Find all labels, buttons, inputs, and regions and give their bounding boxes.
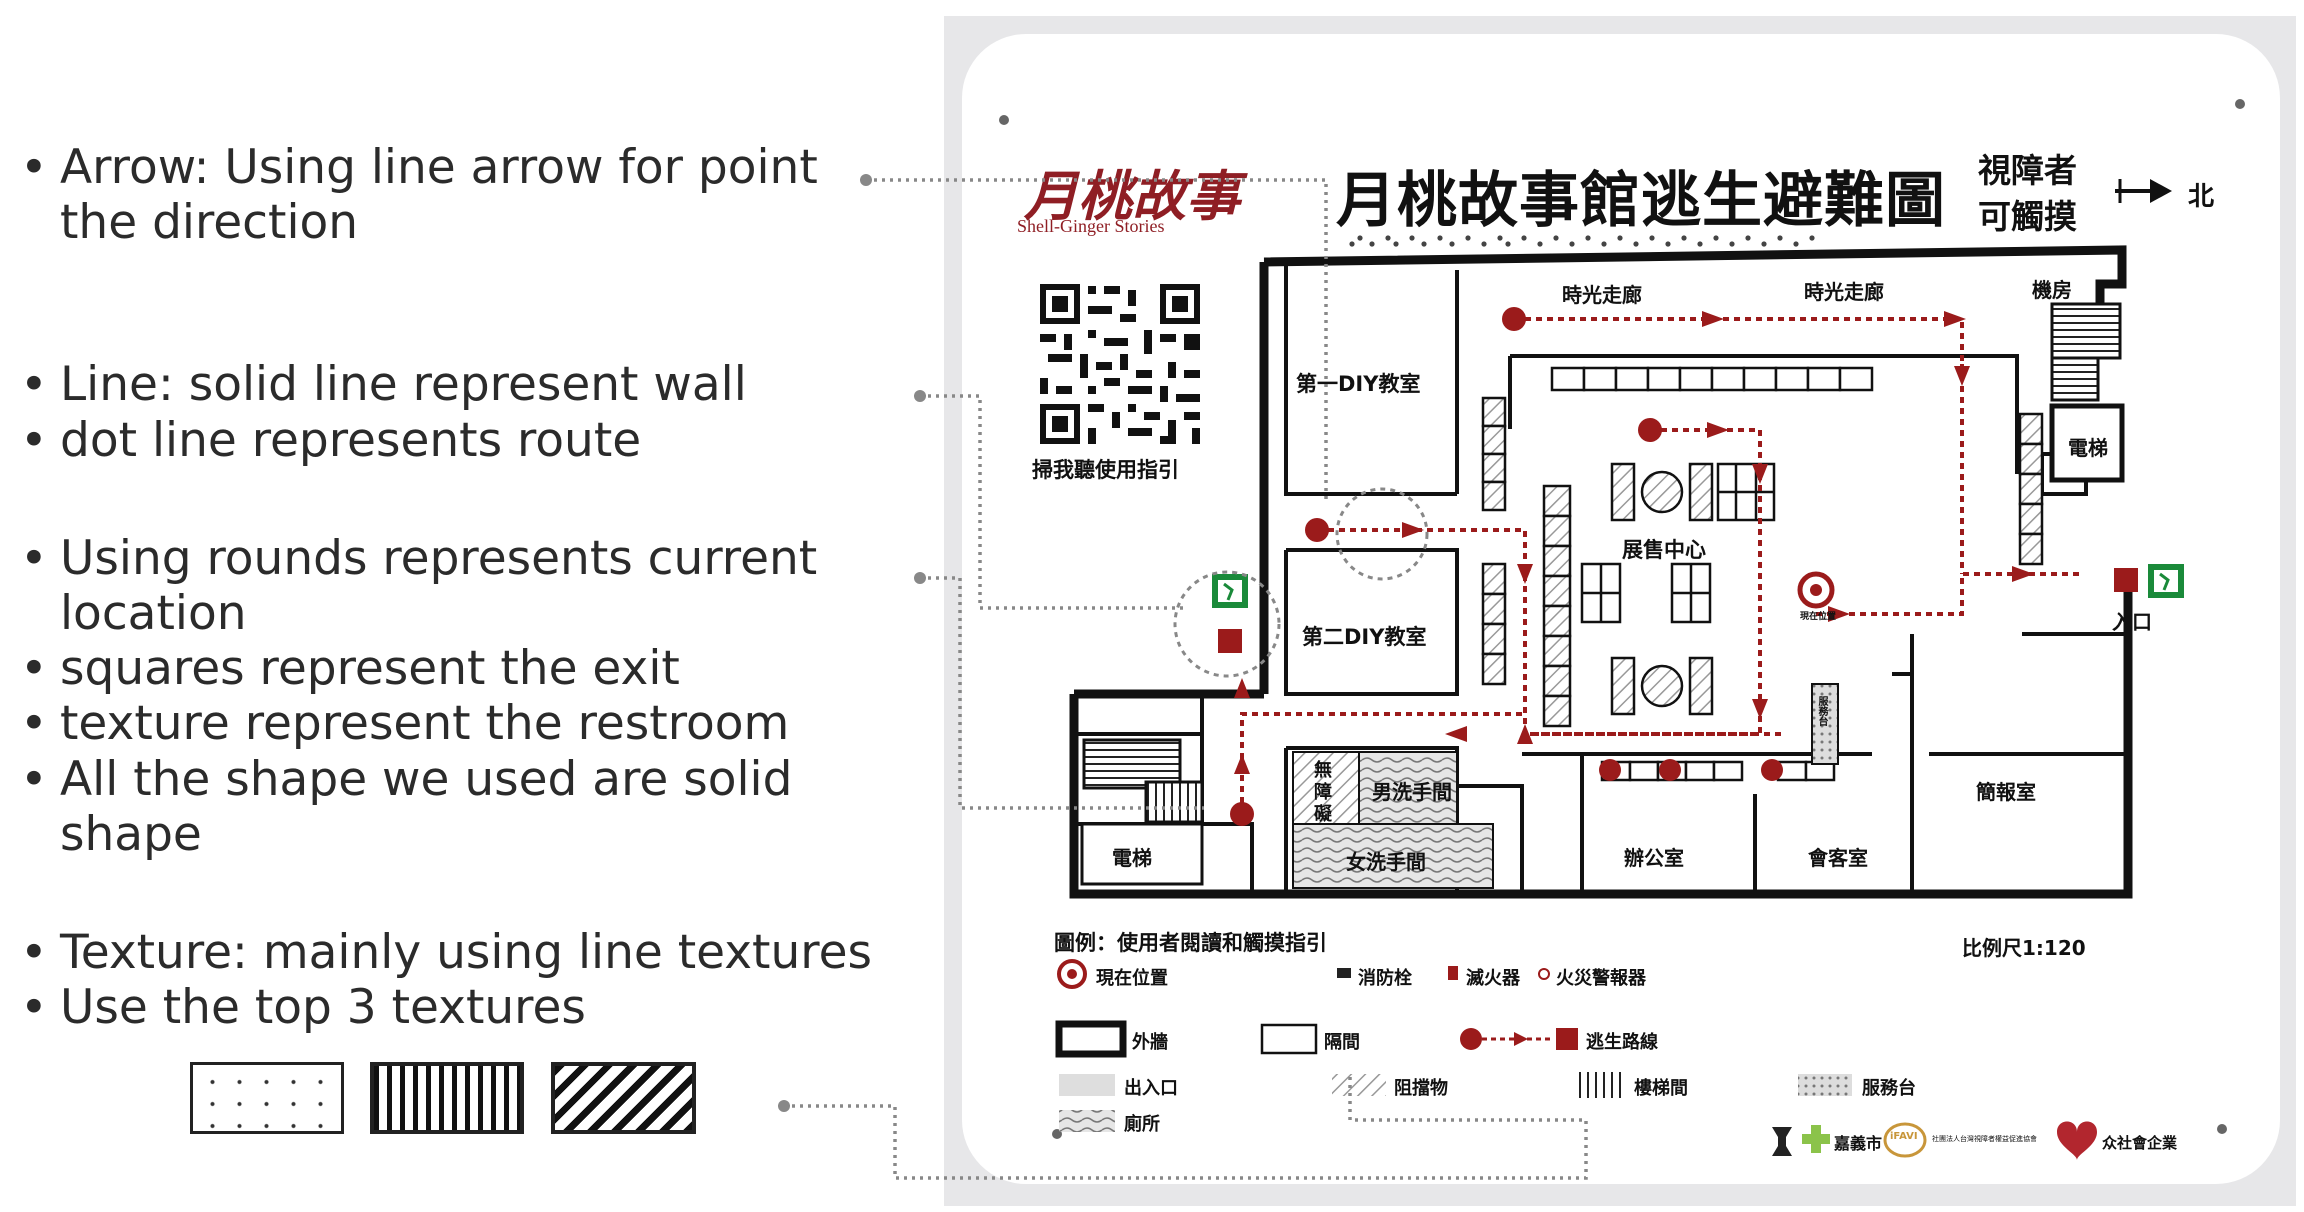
tactile-label: 視障者 xyxy=(1978,151,2077,190)
room-label: 入口 xyxy=(2112,610,2152,634)
leader-dot xyxy=(778,1100,790,1112)
round-table xyxy=(1640,470,1684,514)
reception-counter xyxy=(1811,683,1839,765)
stairs-machine-room xyxy=(2050,302,2122,360)
display-shelves-top xyxy=(1550,366,1874,392)
leader-dot xyxy=(914,390,926,402)
exit-square xyxy=(2114,568,2138,592)
annotation-item: •texture represent the restroom xyxy=(20,696,790,751)
annotation-item: •Use the top 3 textures xyxy=(20,980,586,1035)
display-shelves-side xyxy=(1481,396,2044,728)
north-label: 北 xyxy=(2188,182,2215,212)
elevator-right xyxy=(2049,403,2125,483)
stairs-machine-room-lower xyxy=(2050,356,2100,402)
legend-item: 逃生路線 xyxy=(1586,1032,1658,1053)
sales-tables xyxy=(1610,462,1714,716)
womens-restroom xyxy=(1292,823,1494,889)
tactile-label: 可觸摸 xyxy=(1978,197,2077,236)
legend-item: 阻擋物 xyxy=(1394,1078,1448,1099)
dots-texture xyxy=(190,1062,344,1134)
sponsor-city: 嘉義市 xyxy=(1834,1134,1883,1153)
annotation-item: •squares represent the exit xyxy=(20,641,680,696)
room-label: 無 xyxy=(1314,760,1332,781)
sign-photo: 月桃故事 Shell-Ginger Stories 月桃故事館逃生避難圖 視障者… xyxy=(944,16,2296,1206)
legend-item: 廁所 xyxy=(1124,1114,1160,1135)
legend-scale: 比例尺1:120 xyxy=(1962,936,2086,960)
leader-dot xyxy=(914,572,926,584)
display-shelves-bottom xyxy=(1600,760,1836,782)
room-label: 服務台 xyxy=(1816,696,1827,726)
annotation-item: •Arrow: Using line arrow for point the d… xyxy=(20,140,818,250)
stairs-left-lower xyxy=(1144,780,1204,824)
legend-item: 現在位置 xyxy=(1096,968,1168,989)
vertical-lines-texture xyxy=(370,1062,524,1134)
legend-item: 隔間 xyxy=(1324,1032,1360,1053)
legend-title: 圖例：使用者閱讀和觸摸指引 xyxy=(1054,931,1327,955)
evacuation-sign-board: 月桃故事 Shell-Ginger Stories 月桃故事館逃生避難圖 視障者… xyxy=(962,34,2280,1184)
route-arrows xyxy=(1234,311,2034,774)
partition-wall xyxy=(1077,262,2128,894)
room-label: 會客室 xyxy=(1808,846,1868,870)
room-label: 現在位置 xyxy=(1800,612,1837,622)
current-location-dots xyxy=(1230,307,1783,826)
north-arrow-icon xyxy=(2115,179,2172,203)
room-label: 男洗手間 xyxy=(1372,780,1452,804)
sponsor-ifavi: iFAVI xyxy=(1890,1131,1918,1142)
elevator-left xyxy=(1080,822,1204,886)
screw-hole xyxy=(999,115,1009,125)
highlight-circle-arrow xyxy=(1335,487,1429,581)
annotation-item: •dot line represents route xyxy=(20,413,642,468)
emergency-exit-icon xyxy=(2148,564,2184,598)
legend-item: 火災警報器 xyxy=(1556,968,1646,989)
diagonal-lines-texture xyxy=(551,1062,696,1134)
room-label: 展售中心 xyxy=(1622,538,1706,562)
room-label: 礙 xyxy=(1314,804,1332,825)
legend-item: 外牆 xyxy=(1132,1032,1168,1053)
mens-restroom xyxy=(1358,751,1458,825)
sign-logo-subtitle: Shell-Ginger Stories xyxy=(1017,216,1165,236)
room-label: 時光走廊 xyxy=(1562,283,1642,307)
room-label: 第二DIY教室 xyxy=(1302,625,1427,649)
room-label: 時光走廊 xyxy=(1804,280,1884,304)
annotation-item: •Line: solid line represent wall xyxy=(20,357,747,412)
sign-title: 月桃故事館逃生避難圖 xyxy=(1336,166,1946,236)
room-label: 機房 xyxy=(2032,278,2072,302)
annotation-item: •All the shape we used are solid shape xyxy=(20,752,793,862)
legend-item: 滅火器 xyxy=(1466,968,1520,989)
annotation-item: •Texture: mainly using line textures xyxy=(20,925,872,980)
braille-title xyxy=(1349,235,1815,247)
room-label: 辦公室 xyxy=(1624,846,1684,870)
legend-item: 消防栓 xyxy=(1358,968,1412,989)
room-label: 電梯 xyxy=(1112,846,1152,870)
sponsor-company: 众社會企業 xyxy=(2102,1134,2178,1152)
qr-caption: 掃我聽使用指引 xyxy=(1032,458,1179,482)
screw-hole xyxy=(2235,99,2245,109)
legend-graphics xyxy=(1055,959,1852,1132)
room-label: 第一DIY教室 xyxy=(1296,372,1421,396)
legend-item: 服務台 xyxy=(1862,1078,1916,1099)
room-label: 女洗手間 xyxy=(1346,850,1426,874)
legend-item: 出入口 xyxy=(1124,1078,1178,1099)
round-table xyxy=(1640,664,1684,708)
sponsor-org: 社團法人台灣視障者權益促進協會 xyxy=(1932,1135,2037,1143)
accessible-restroom xyxy=(1292,751,1360,825)
emergency-exit-icon xyxy=(1212,574,1248,608)
room-label: 障 xyxy=(1314,782,1332,803)
qr-code xyxy=(1040,284,1200,444)
legend-item: 樓梯間 xyxy=(1634,1078,1688,1099)
room-label: 電梯 xyxy=(2068,436,2108,460)
room-label: 簡報室 xyxy=(1976,780,2036,804)
annotation-item: •Using rounds represents current locatio… xyxy=(20,531,818,641)
sponsor-logos xyxy=(1772,1121,2097,1160)
exit-square xyxy=(1218,629,1242,653)
current-position-target-icon xyxy=(1797,571,1835,609)
screw-hole xyxy=(2217,1124,2227,1134)
